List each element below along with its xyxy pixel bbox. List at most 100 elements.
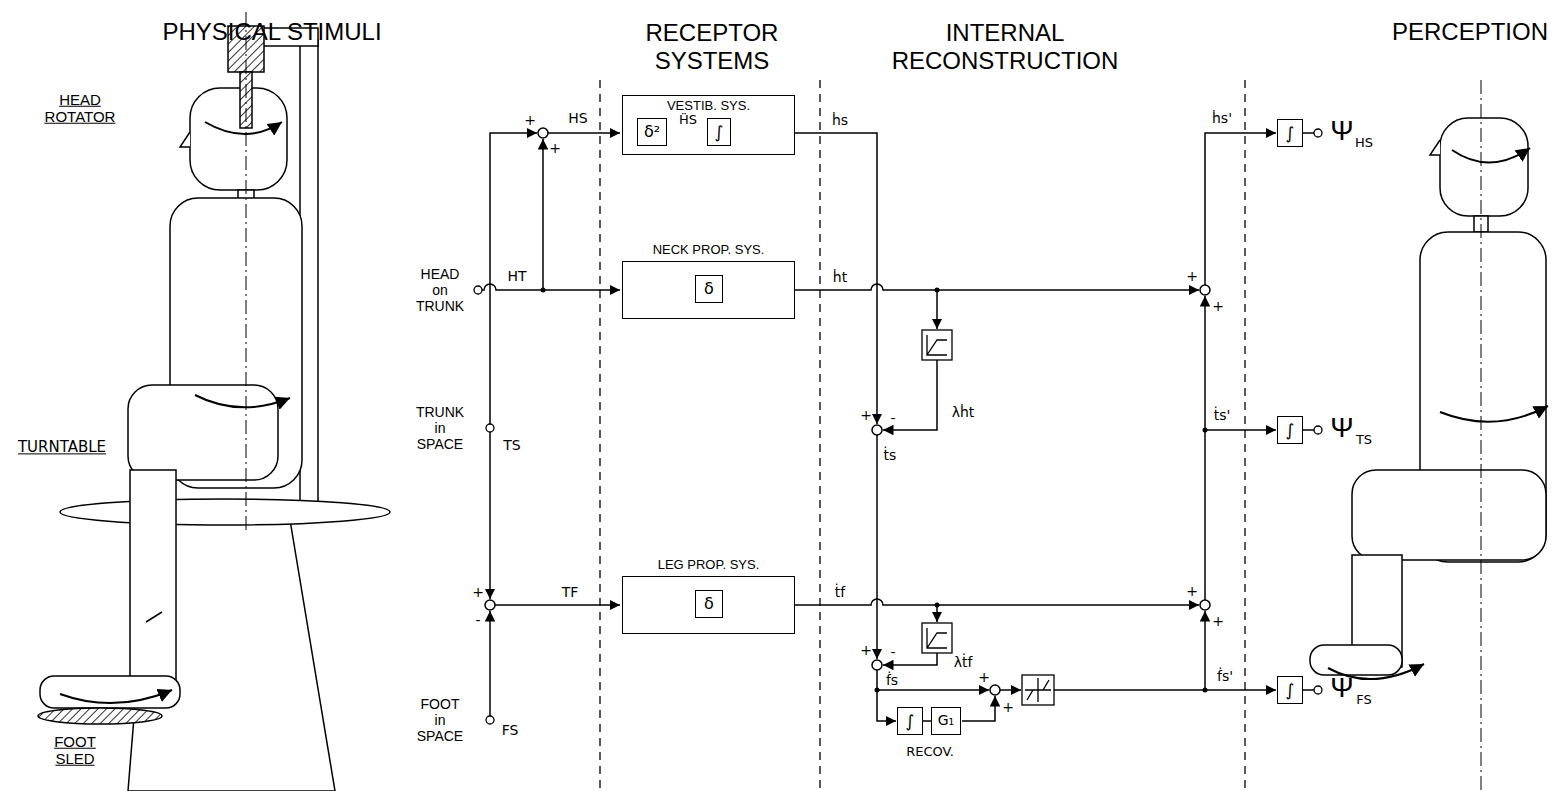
input-label: FOOT in SPACE (415, 696, 465, 744)
signal-label: ṫf (835, 584, 845, 600)
column-separator (600, 80, 1245, 791)
section-heading: Ψ (1330, 115, 1353, 147)
terminal (474, 286, 482, 294)
nonlinearity-symbol (927, 628, 947, 648)
box-heading: VESTIB. SYS. (623, 99, 794, 113)
integrator-box: ∫ (707, 118, 731, 146)
branch-dot (935, 603, 940, 608)
apparatus-figure (38, 708, 162, 724)
signal-wire (495, 604, 620, 606)
branch-dot (541, 288, 546, 293)
signal-label: HS (568, 110, 587, 126)
terminal (1314, 686, 1322, 694)
system-box: VESTIB. SYS. δ² ∫ (622, 95, 795, 155)
signal-wire (1205, 429, 1276, 431)
signal-wire (482, 284, 620, 290)
system-box: NECK PROP. SYS.δ (622, 261, 795, 319)
signal-wire (962, 696, 995, 721)
junction (485, 600, 495, 610)
transfer-box: δ² (637, 118, 667, 146)
perception-figure (1352, 470, 1546, 560)
signal-connector (923, 720, 931, 722)
section-heading: PERCEPTION (1392, 18, 1548, 46)
apparatus-label: FOOT SLED (45, 733, 105, 768)
apparatus-figure (130, 470, 176, 685)
signal-label: ḣt (833, 269, 847, 285)
box-symbol: δ² (644, 123, 660, 141)
box-symbol: ∫ (715, 123, 724, 142)
signal-wire (1000, 689, 1021, 691)
signal-label: - (475, 612, 480, 628)
signal-label: ḟs (886, 672, 898, 688)
signal-wire (482, 133, 1314, 721)
signal-label: + (860, 642, 872, 658)
signal-wire (489, 432, 491, 599)
junction (872, 425, 882, 435)
perception-figure (1310, 80, 1548, 790)
transfer-box: δ (695, 275, 723, 303)
branch-dot (1203, 428, 1208, 433)
signal-label: TS (1356, 433, 1372, 448)
signal-wire (936, 605, 938, 622)
signal-label: HS (1355, 136, 1373, 151)
nonlinearity-symbol (922, 623, 952, 653)
section-heading: Ψ (1330, 412, 1353, 444)
signal-label: TS (503, 437, 520, 453)
signal-wire (1303, 132, 1314, 134)
integrator-box: ∫ (1277, 119, 1303, 147)
system-box: LEG PROP. SYS.δ (622, 576, 795, 634)
column-separator (1244, 80, 1245, 791)
signal-label: + (1212, 298, 1224, 314)
branch-dot (1203, 688, 1208, 693)
apparatus-label: HEAD ROTATOR (30, 91, 130, 126)
box-heading: LEG PROP. SYS. (623, 558, 794, 572)
signal-wire (1303, 429, 1314, 431)
signal-label: + (524, 112, 536, 128)
junction (990, 685, 1000, 695)
junction (872, 660, 882, 670)
terminal (486, 424, 494, 432)
signal-wire (876, 435, 878, 659)
apparatus-figure (60, 499, 390, 525)
signal-wire (548, 132, 620, 134)
signal-label: + (1212, 613, 1224, 629)
perception-figure (1310, 645, 1402, 675)
junction (1200, 600, 1210, 610)
box-heading: NECK PROP. SYS. (623, 243, 794, 257)
branch-dot (875, 688, 880, 693)
apparatus-figure (40, 676, 180, 708)
apparatus-figure (195, 395, 290, 407)
perception-figure (1440, 118, 1528, 216)
signal-label: ḣs' (1212, 110, 1232, 126)
box-symbol: ∫ (1286, 681, 1295, 700)
terminal (1314, 426, 1322, 434)
signal-wire (1303, 689, 1314, 691)
nonlinearity-symbol (927, 335, 947, 355)
apparatus-figure (38, 12, 390, 791)
terminal (474, 129, 1322, 724)
input-label: TRUNK in SPACE (415, 404, 465, 452)
perception-figure (1481, 80, 1482, 790)
perception-figure (1440, 406, 1548, 422)
branch-dot (541, 288, 1208, 693)
section-heading: RECEPTOR SYSTEMS (612, 19, 812, 74)
signal-wire (877, 670, 989, 690)
terminal (486, 716, 494, 724)
signal-label: λḣt (952, 404, 975, 420)
signal-label: - (890, 644, 895, 660)
input-label: HEAD on TRUNK (415, 266, 465, 314)
box-symbol: G₁ (938, 713, 954, 728)
integrator-box: ∫ (897, 707, 923, 735)
box-symbol: δ (704, 280, 714, 298)
signal-label: ṫs (884, 447, 897, 463)
junction (1200, 285, 1210, 295)
signal-wire (795, 133, 877, 424)
box-symbol: ∫ (1286, 124, 1295, 143)
signal-wire (542, 139, 544, 290)
column-separator (599, 80, 600, 791)
perception-figure (1452, 148, 1530, 163)
section-heading: Ψ (1330, 672, 1353, 704)
signal-wire (1205, 133, 1276, 285)
section-heading: PHYSICAL STIMULI (162, 18, 381, 46)
